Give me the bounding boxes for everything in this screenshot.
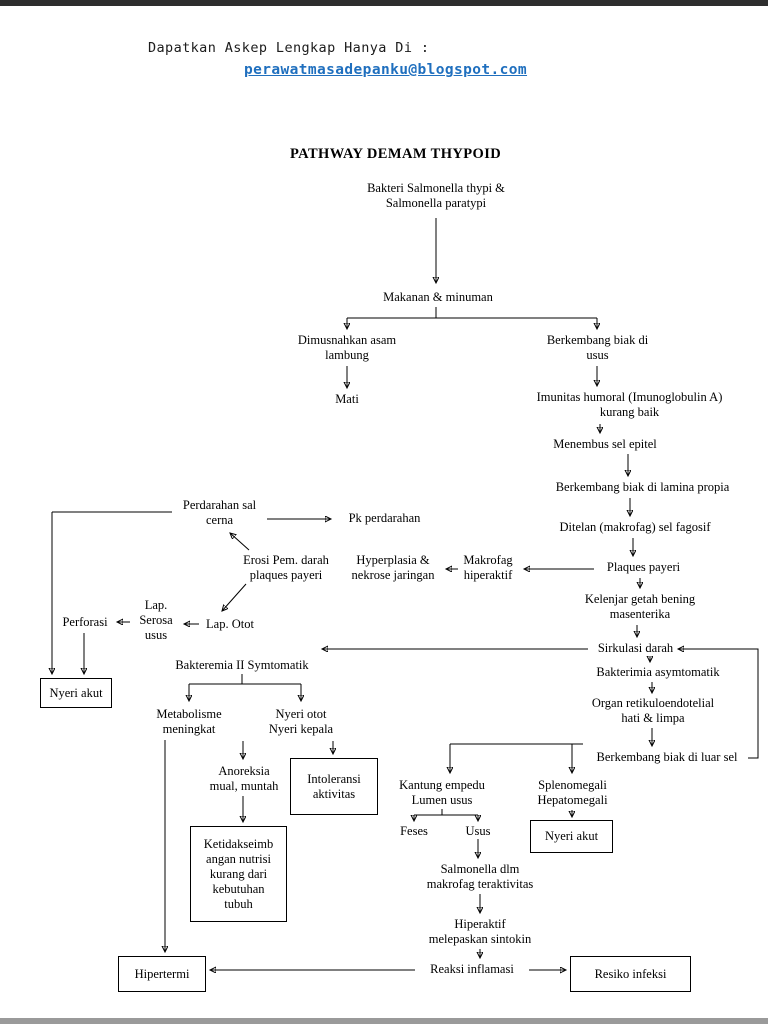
scan-edge-top xyxy=(0,0,768,6)
node-pk-perdarahan: Pk perdarahan xyxy=(348,511,421,525)
node-hiperaktif-melepaskan-sintokin: Hiperaktif melepaskan sintokin xyxy=(428,917,532,946)
node-bakteri-salmonella: Bakteri Salmonella thypi & Salmonella pa… xyxy=(367,181,505,210)
node-makrofag-hiperaktif: Makrofag hiperaktif xyxy=(463,553,513,582)
node-splenomegali-hepatomegali: Splenomegali Hepatomegali xyxy=(537,778,608,807)
node-organ-retikuloendotelial: Organ retikuloendotelial hati & limpa xyxy=(591,696,715,725)
node-kelenjar-getah-bening: Kelenjar getah bening masenterika xyxy=(584,592,696,621)
node-reaksi-inflamasi: Reaksi inflamasi xyxy=(430,962,514,976)
node-bakterimia-asymtomatik: Bakterimia asymtomatik xyxy=(596,665,720,679)
node-nyeri-akut-left: Nyeri akut xyxy=(40,678,112,708)
scan-edge-bottom xyxy=(0,1018,768,1024)
node-anoreksia-mual-muntah: Anoreksia mual, muntah xyxy=(209,764,279,793)
node-lap-otot: Lap. Otot xyxy=(206,617,254,631)
node-feses: Feses xyxy=(400,824,428,838)
node-resiko-infeksi: Resiko infeksi xyxy=(570,956,691,992)
node-metabolisme-meningkat: Metabolisme meningkat xyxy=(156,707,222,736)
node-perforasi: Perforasi xyxy=(62,615,108,629)
node-kantung-empedu: Kantung empedu Lumen usus xyxy=(399,778,485,807)
node-hyperplasia-nekrose: Hyperplasia & nekrose jaringan xyxy=(351,553,435,582)
node-lap-serosa-usus: Lap. Serosa usus xyxy=(139,598,173,642)
node-plaques-payeri: Plaques payeri xyxy=(606,560,681,574)
node-mati: Mati xyxy=(335,392,359,406)
node-sirkulasi-darah: Sirkulasi darah xyxy=(597,641,674,655)
node-hipertermi: Hipertermi xyxy=(118,956,206,992)
node-ditelan-makrofag: Ditelan (makrofag) sel fagosif xyxy=(559,520,711,534)
node-erosi-pembuluh-darah: Erosi Pem. darah plaques payeri xyxy=(243,553,329,582)
node-menembus-sel-epitel: Menembus sel epitel xyxy=(553,437,657,451)
node-berkembang-lamina-propia: Berkembang biak di lamina propia xyxy=(555,480,730,494)
node-dimusnahkan-asam-lambung: Dimusnahkan asam lambung xyxy=(297,333,397,362)
node-salmonella-makrofag-teraktivitas: Salmonella dlm makrofag teraktivitas xyxy=(426,862,534,891)
node-makanan-minuman: Makanan & minuman xyxy=(383,290,493,304)
node-usus: Usus xyxy=(465,824,491,838)
node-perdarahan-sal-cerna: Perdarahan sal cerna xyxy=(182,498,257,527)
node-berkembang-biak-usus: Berkembang biak di usus xyxy=(546,333,649,362)
node-berkembang-luar-sel: Berkembang biak di luar sel xyxy=(596,750,738,764)
node-bakteremia-ii-symtomatik: Bakteremia II Symtomatik xyxy=(175,658,309,672)
diagram-title: PATHWAY DEMAM THYPOID xyxy=(290,146,502,162)
node-nyeri-otot-kepala: Nyeri otot Nyeri kepala xyxy=(268,707,334,736)
node-intoleransi-aktivitas: Intoleransi aktivitas xyxy=(290,758,378,815)
header-text: Dapatkan Askep Lengkap Hanya Di : xyxy=(148,40,430,56)
node-nyeri-akut-right: Nyeri akut xyxy=(530,820,613,853)
header-link[interactable]: perawatmasadepanku@blogspot.com xyxy=(244,62,528,78)
node-ketidakseimbangan-nutrisi: Ketidakseimb angan nutrisi kurang dari k… xyxy=(190,826,287,922)
node-imunitas-humoral: Imunitas humoral (Imunoglobulin A) kuran… xyxy=(536,390,723,419)
